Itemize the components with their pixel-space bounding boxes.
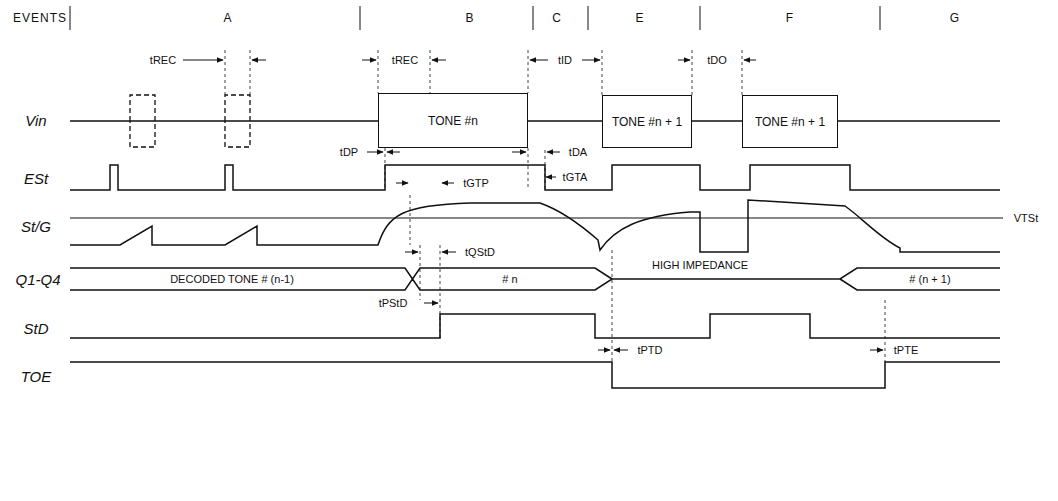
signal-name: StD (21, 320, 50, 337)
q-bus (70, 268, 1000, 290)
event-label: C (550, 12, 564, 25)
timing-label: tPStD (377, 297, 410, 310)
timing-arrow (183, 60, 223, 61)
timing-arrow (362, 60, 376, 61)
timing-label: tGTP (461, 177, 491, 190)
timing-arrow (744, 60, 756, 61)
threshold-line (70, 218, 1003, 219)
timing-arrow (442, 252, 456, 253)
signal-name: TOE (19, 368, 54, 385)
timing-label: tGTA (561, 171, 590, 184)
event-label: B (463, 12, 476, 25)
std-waveform (70, 314, 1000, 338)
timing-arrow (387, 152, 400, 153)
timing-arrow (512, 152, 526, 153)
event-label: EVENTS (11, 12, 69, 25)
vin-burst (130, 95, 250, 147)
event-label: G (948, 12, 962, 25)
event-label: A (221, 12, 234, 25)
timing-arrow (530, 60, 548, 61)
timing-arrow (442, 183, 454, 184)
timing-label: HIGH IMPEDANCE (650, 259, 750, 272)
bus-value: # (n + 1) (907, 273, 952, 286)
timing-label: tPTE (892, 344, 920, 357)
est-waveform (70, 165, 1000, 190)
timing-label: VTSt (1012, 212, 1040, 225)
signal-name: ESt (22, 170, 50, 187)
timing-label: tREC (148, 54, 178, 67)
tone-label: TONE #n + 1 (608, 113, 686, 131)
timing-arrow (424, 303, 438, 304)
timing-arrow (367, 152, 383, 153)
timing-arrow (396, 183, 408, 184)
timing-arrow (546, 177, 556, 178)
timing-arrow (252, 60, 266, 61)
bus-value: DECODED TONE # (n-1) (168, 273, 296, 286)
signal-name: St/G (19, 218, 53, 235)
toe-waveform (70, 362, 1000, 388)
stg-waveform (70, 200, 1000, 252)
timing-label: tDP (338, 146, 360, 159)
tone-label: TONE #n (424, 112, 482, 130)
tone-label: TONE #n + 1 (751, 113, 829, 131)
tone-burst-box: TONE #n + 1 (602, 95, 692, 148)
timing-label: tDO (705, 54, 729, 67)
timing-label: tDA (567, 146, 589, 159)
timing-arrow (614, 350, 628, 351)
timing-arrow (405, 252, 418, 253)
event-divider (70, 6, 880, 30)
timing-label: tID (556, 54, 574, 67)
timing-label: tPTD (635, 344, 664, 357)
guide-line (225, 50, 885, 362)
bus-value: # n (500, 273, 519, 286)
event-label: E (633, 12, 646, 25)
timing-arrow (547, 152, 560, 153)
signal-name: Q1-Q4 (13, 271, 62, 288)
timing-arrow (432, 60, 446, 61)
event-label: F (784, 12, 796, 25)
signal-name: Vin (23, 112, 48, 129)
timing-arrow (582, 60, 600, 61)
timing-arrow (678, 60, 690, 61)
timing-label: tQStD (463, 246, 497, 259)
timing-label: tREC (390, 54, 420, 67)
timing-arrow (870, 350, 883, 351)
timing-arrow (598, 350, 610, 351)
vin-waveform (70, 120, 1000, 122)
tone-burst-box: TONE #n (378, 93, 528, 148)
tone-burst-box: TONE #n + 1 (742, 95, 838, 148)
